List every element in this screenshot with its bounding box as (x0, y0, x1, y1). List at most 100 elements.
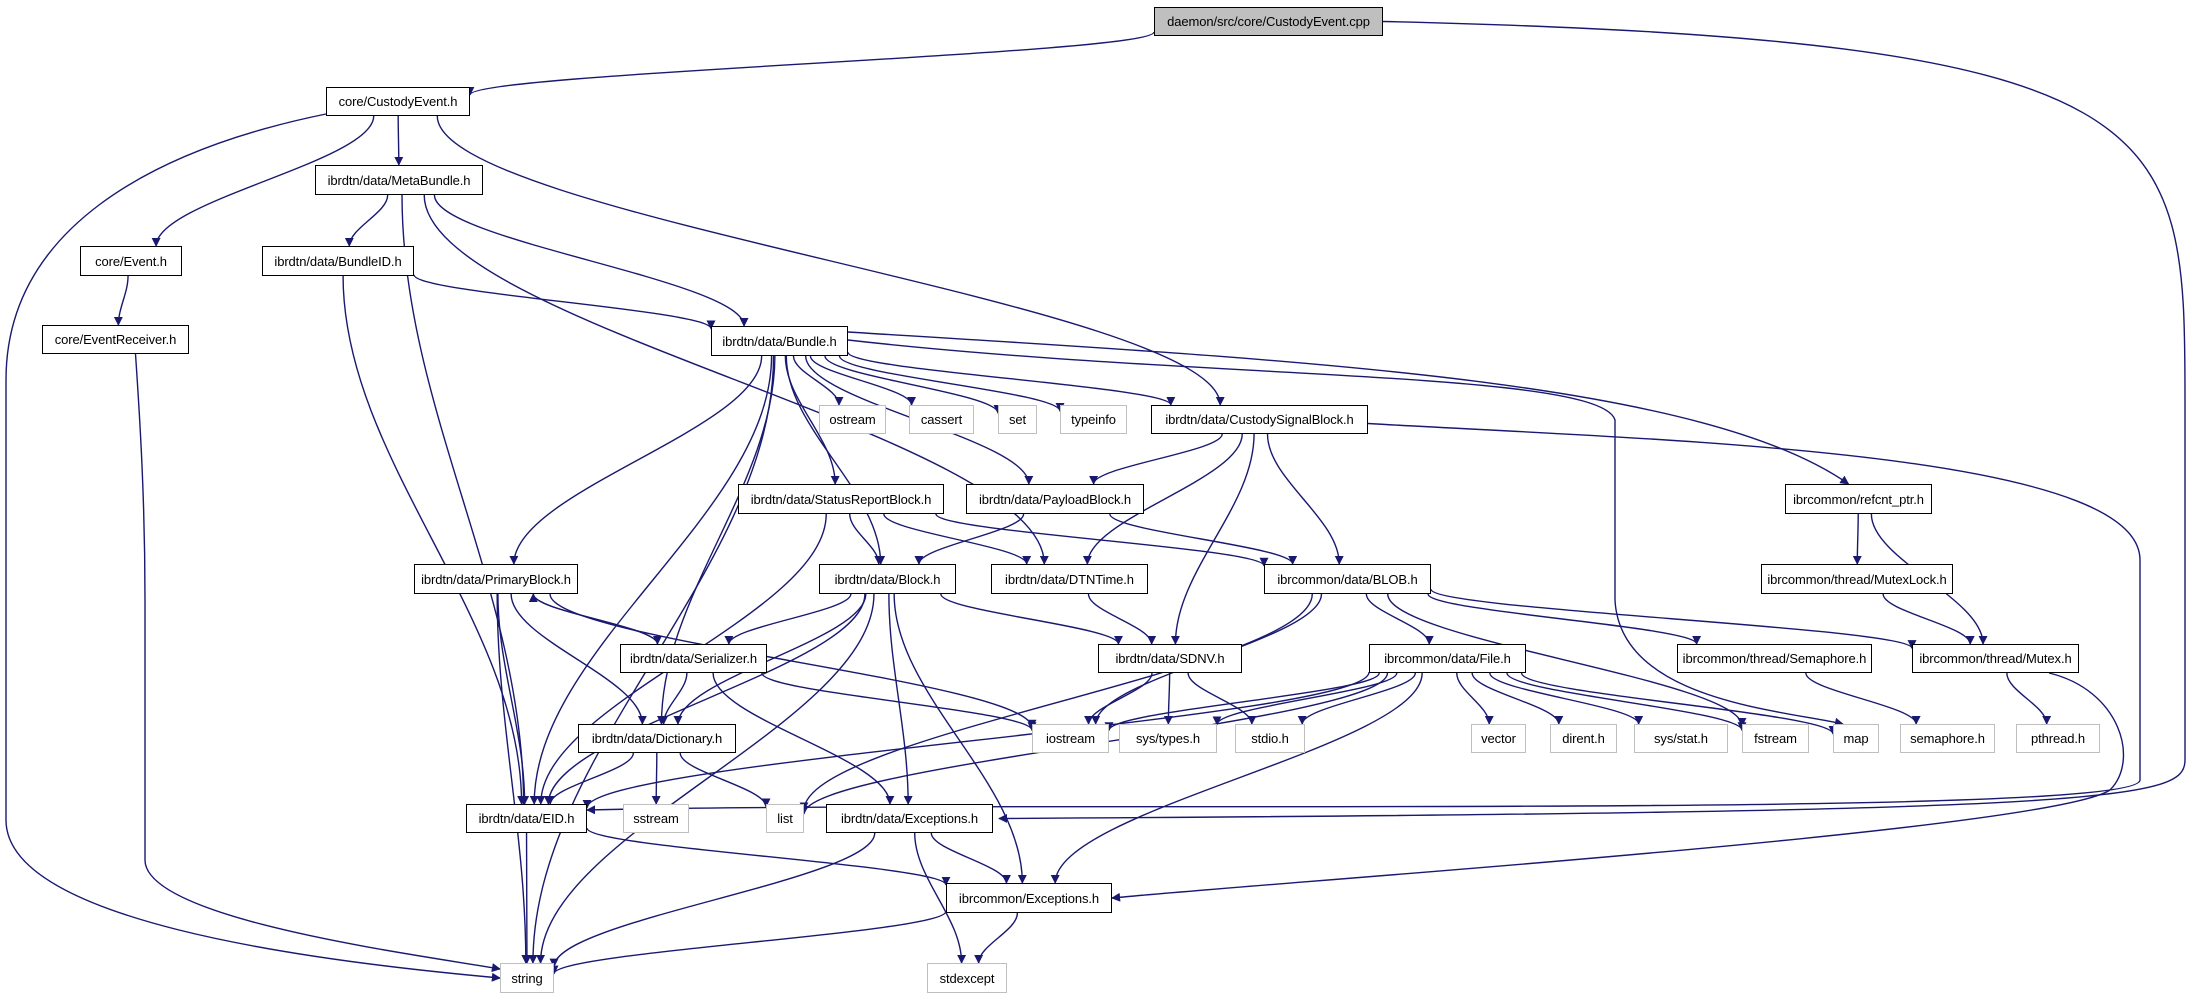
include-edge (651, 752, 661, 805)
node-label: ibrdtn/data/Dictionary.h (591, 731, 723, 746)
header-node[interactable]: core/EventReceiver.h (42, 325, 189, 354)
node-label: pthread.h (2030, 731, 2086, 746)
system-header-node: sstream (623, 804, 689, 833)
header-node[interactable]: ibrdtn/data/MetaBundle.h (315, 165, 483, 195)
include-edge (940, 593, 1123, 645)
include-edge (1084, 672, 1153, 725)
node-label: ibrdtn/data/DTNTime.h (1005, 571, 1134, 587)
include-edge (847, 331, 1850, 485)
system-header-node: cassert (909, 405, 974, 434)
include-edge (1489, 672, 1644, 725)
node-label: semaphore.h (1910, 731, 1985, 746)
node-label: ibrdtn/data/BundleID.h (274, 253, 402, 269)
include-edge (586, 422, 2141, 815)
header-node[interactable]: ibrdtn/data/Block.h (819, 564, 956, 594)
header-node[interactable]: ibrdtn/data/PrimaryBlock.h (414, 564, 578, 594)
include-edge (1506, 672, 1747, 732)
system-header-node: string (500, 963, 554, 993)
root-file-node[interactable]: daemon/src/core/CustodyEvent.cpp (1154, 7, 1383, 36)
header-node[interactable]: ibrdtn/data/BundleID.h (262, 246, 414, 276)
header-node[interactable]: ibrcommon/data/BLOB.h (1264, 564, 1431, 594)
include-edge (394, 115, 404, 166)
header-node[interactable]: ibrdtn/data/StatusReportBlock.h (738, 484, 944, 514)
node-label: ibrdtn/data/Exceptions.h (840, 811, 979, 826)
node-label: string (511, 970, 543, 986)
node-label: cassert (920, 412, 963, 427)
node-label: ibrdtn/data/StatusReportBlock.h (750, 491, 932, 507)
include-edge (849, 513, 884, 565)
include-edge (712, 672, 895, 805)
header-node[interactable]: ibrdtn/data/CustodySignalBlock.h (1151, 405, 1368, 434)
node-label: sstream (633, 811, 679, 826)
system-header-node: stdexcept (927, 963, 1007, 993)
include-edge (792, 355, 844, 406)
include-edge (930, 832, 1011, 884)
header-node[interactable]: ibrdtn/data/Exceptions.h (826, 804, 993, 833)
system-header-node: vector (1471, 724, 1526, 753)
header-node[interactable]: ibrcommon/thread/Mutex.h (1912, 644, 2079, 673)
include-edge (1111, 672, 2125, 902)
include-edge (893, 593, 1027, 884)
include-edge (436, 115, 1225, 406)
header-node[interactable]: ibrcommon/Exceptions.h (946, 883, 1112, 913)
node-label: stdio.h (1251, 731, 1289, 746)
node-label: ibrcommon/thread/Mutex.h (1919, 651, 2072, 666)
header-node[interactable]: ibrcommon/data/File.h (1369, 644, 1526, 673)
node-label: ibrdtn/data/CustodySignalBlock.h (1165, 412, 1354, 427)
node-label: ostream (829, 412, 876, 427)
include-edge (888, 593, 913, 805)
include-edge (724, 593, 852, 645)
header-node[interactable]: ibrdtn/data/Bundle.h (711, 326, 848, 356)
node-label: iostream (1045, 731, 1096, 746)
include-edge (673, 593, 867, 725)
header-node[interactable]: ibrcommon/thread/MutexLock.h (1761, 564, 1953, 594)
include-edge (1456, 672, 1494, 725)
include-edge (1427, 593, 1701, 645)
header-node[interactable]: ibrdtn/data/PayloadBlock.h (966, 484, 1144, 514)
include-edge (1089, 433, 1223, 485)
node-label: core/EventReceiver.h (54, 332, 177, 347)
node-label: ibrdtn/data/Bundle.h (722, 333, 837, 349)
include-edge (1805, 672, 1921, 725)
system-header-node: pthread.h (2016, 724, 2100, 753)
node-label: ibrdtn/data/Serializer.h (630, 651, 757, 666)
node-label: ibrcommon/data/File.h (1384, 651, 1511, 666)
include-edge (529, 355, 773, 805)
include-edge (1430, 588, 1917, 650)
include-edge (1087, 593, 1157, 645)
include-edge (785, 355, 886, 565)
header-node[interactable]: ibrdtn/data/Dictionary.h (578, 724, 736, 753)
node-label: map (1843, 731, 1869, 746)
include-edge (1520, 672, 1838, 735)
include-edge (528, 593, 659, 645)
header-node[interactable]: ibrdtn/data/EID.h (466, 804, 587, 833)
include-edge (496, 593, 531, 964)
include-edge (1471, 672, 1564, 725)
system-header-node: stdio.h (1235, 724, 1305, 753)
node-label: list (777, 811, 793, 826)
header-node[interactable]: ibrcommon/thread/Semaphore.h (1677, 644, 1872, 673)
include-edge (401, 194, 529, 805)
include-edge (2006, 672, 2052, 725)
node-label: ibrcommon/data/BLOB.h (1277, 571, 1418, 587)
node-label: core/Event.h (95, 253, 167, 269)
include-edge (497, 593, 530, 805)
system-header-node: ostream (819, 405, 886, 434)
include-edge (113, 275, 129, 326)
include-edge (914, 832, 967, 964)
header-node[interactable]: ibrdtn/data/SDNV.h (1098, 644, 1242, 673)
include-edge (1212, 672, 1398, 726)
include-edge (914, 513, 1025, 565)
node-label: sys/types.h (1136, 731, 1200, 746)
header-node[interactable]: ibrdtn/data/Serializer.h (620, 644, 767, 673)
node-label: ibrdtn/data/EID.h (478, 811, 575, 826)
include-edge (5, 113, 501, 982)
include-edge (1387, 593, 1747, 727)
node-label: dirent.h (1562, 731, 1605, 746)
header-node[interactable]: ibrcommon/refcnt_ptr.h (1785, 484, 1932, 514)
node-label: fstream (1754, 731, 1797, 746)
header-node[interactable]: core/Event.h (80, 246, 182, 276)
include-edge (510, 593, 647, 725)
header-node[interactable]: ibrdtn/data/DTNTime.h (991, 564, 1148, 594)
header-node[interactable]: core/CustodyEvent.h (326, 87, 470, 116)
